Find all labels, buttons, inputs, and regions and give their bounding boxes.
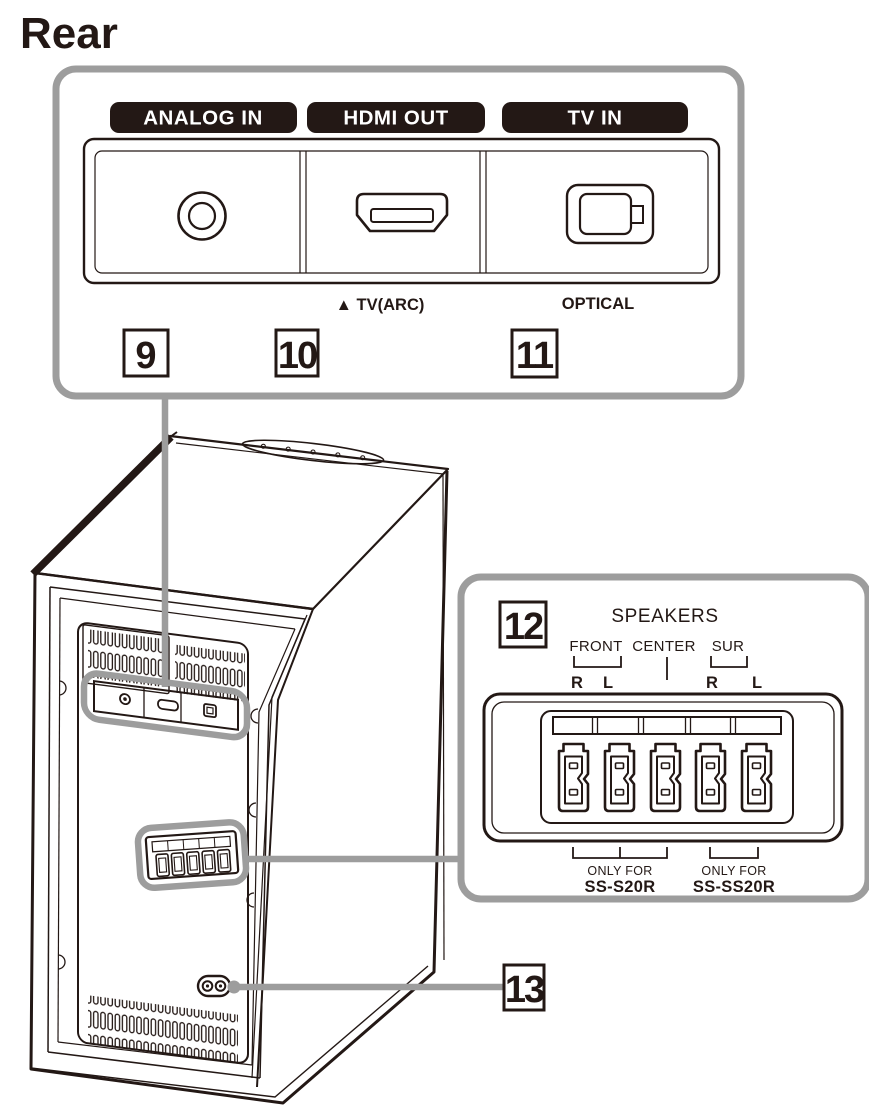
speaker-terminal-plate xyxy=(482,692,844,843)
mini-terminals xyxy=(155,848,232,878)
notch-left-upper xyxy=(58,680,67,696)
group-sur-label: SUR xyxy=(712,638,745,655)
channel-sur-r: R xyxy=(706,674,718,692)
tv-in-pill xyxy=(502,102,688,133)
vent-box xyxy=(82,624,170,695)
mini-analog-jack xyxy=(119,693,131,706)
section-dividers xyxy=(299,151,487,273)
tv-in-label: TV IN xyxy=(568,107,623,130)
mini-optical-port xyxy=(203,703,217,719)
analog-in-pill xyxy=(110,102,297,133)
tv-arc-label: ▲ TV(ARC) xyxy=(336,296,425,314)
hdmi-out-label: HDMI OUT xyxy=(343,107,448,130)
callout-9: 9 xyxy=(135,335,156,377)
port-label-pills: ANALOG IN HDMI OUT TV IN xyxy=(110,102,688,133)
tower-body xyxy=(31,436,448,1103)
speakers-title: SPEAKERS xyxy=(611,606,718,627)
connector-face-plate xyxy=(82,137,721,285)
vent-grille-bottom xyxy=(88,995,238,1063)
hdmi-port xyxy=(355,192,449,233)
speaker-terminal-block xyxy=(134,819,250,892)
channel-front-l: L xyxy=(603,674,613,692)
mini-hdmi-port xyxy=(157,698,179,712)
channel-sur-l: L xyxy=(752,674,762,692)
tower-outline xyxy=(29,470,449,1105)
analog-in-label: ANALOG IN xyxy=(143,107,263,130)
speakers-panel-border xyxy=(457,573,869,903)
callout-11: 11 xyxy=(516,335,554,377)
channel-front-r: R xyxy=(571,674,583,692)
top-control-panel xyxy=(241,439,385,465)
tower-unit xyxy=(29,431,450,1105)
optical-label: OPTICAL xyxy=(562,295,634,313)
callout-box-10 xyxy=(274,328,320,378)
callout-10: 10 xyxy=(278,335,317,377)
notch-left-lower xyxy=(57,954,66,970)
callout-box-9 xyxy=(122,328,170,378)
power-callout: 13 xyxy=(502,963,546,1012)
notch-right-upper xyxy=(250,708,259,724)
jack-callout-panel: ANALOG IN HDMI OUT TV IN xyxy=(52,65,745,400)
model-brackets xyxy=(572,847,759,859)
group-brackets xyxy=(573,656,748,680)
group-front-label: FRONT xyxy=(569,638,622,655)
callout-box-11 xyxy=(510,328,559,379)
analog-jack xyxy=(177,191,227,241)
jack-callout-numbers: 9 10 11 xyxy=(122,328,559,379)
group-center-label: CENTER xyxy=(632,638,695,655)
page-title: Rear xyxy=(20,9,118,58)
dot-inlet xyxy=(227,980,241,994)
optical-port xyxy=(565,183,655,245)
callout-box-13 xyxy=(502,963,546,1012)
model-ss-s20r: SS-S20R xyxy=(585,878,656,896)
callout-12: 12 xyxy=(504,606,543,648)
model-ss-ss20r: SS-SS20R xyxy=(693,878,775,896)
hdmi-out-pill xyxy=(307,102,485,133)
callout-box-12 xyxy=(498,600,548,649)
only-for-1: ONLY FOR xyxy=(587,864,652,878)
callout-13: 13 xyxy=(505,969,544,1011)
speakers-callout-panel: 12 SPEAKERS FRONT CENTER SUR R L R L xyxy=(457,573,869,903)
rear-face-frames xyxy=(30,571,429,1098)
only-for-2: ONLY FOR xyxy=(701,864,766,878)
